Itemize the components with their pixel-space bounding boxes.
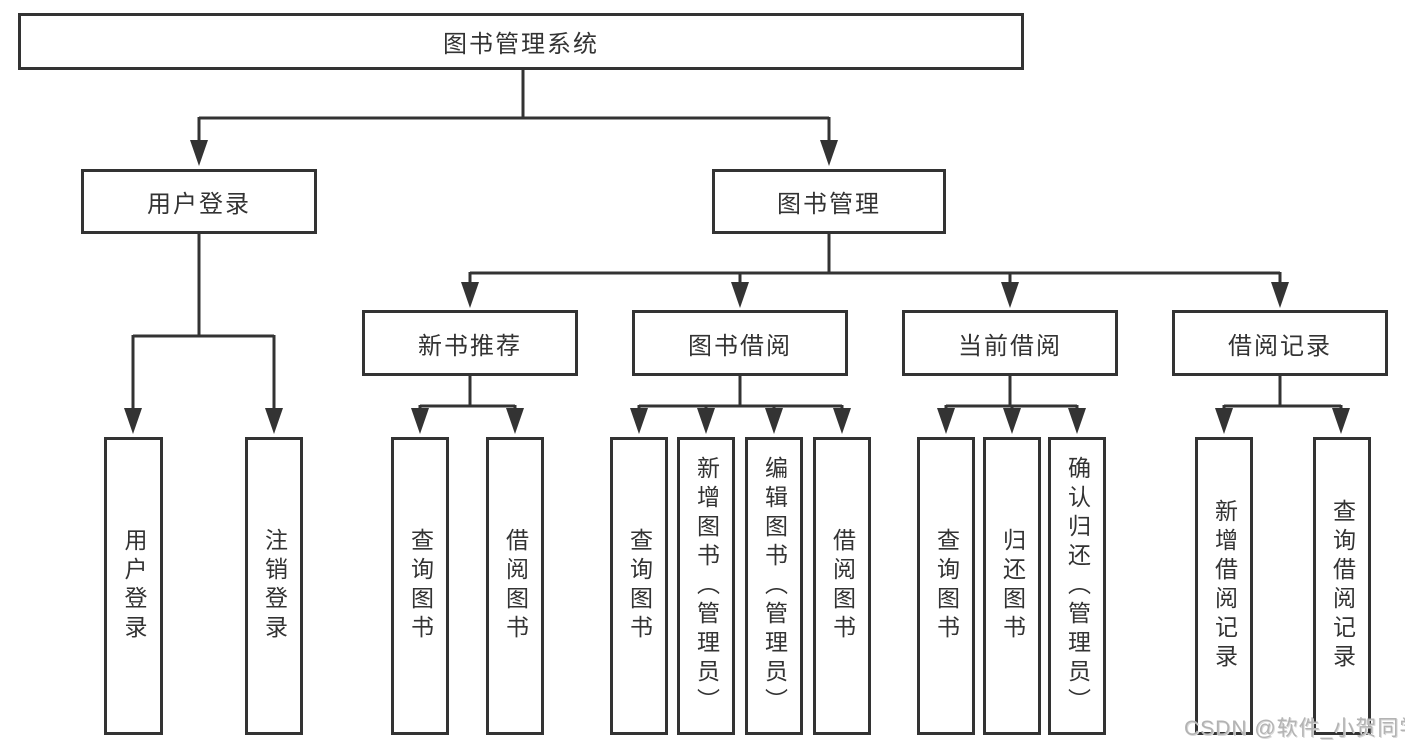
leaf-borrow-books-2: 借阅图书	[813, 437, 871, 735]
csdn-watermark: CSDN @软件_小贺同学	[1184, 717, 1405, 740]
leaf-label: 用户登录	[121, 528, 147, 644]
leaf-label: 查询借阅记录	[1329, 499, 1356, 673]
leaf-borrow-books-1: 借阅图书	[486, 437, 544, 735]
leaf-edit-books-admin: 编辑图书（管理员）	[745, 437, 803, 735]
connector-userlogin-to-leaves	[124, 234, 283, 434]
connector-bookmgmt-to-level3	[461, 234, 1289, 308]
connector-records-to-leaves	[1215, 376, 1350, 434]
node-borrow-records-label: 借阅记录	[1228, 332, 1332, 360]
leaf-confirm-return-admin: 确认归还（管理员）	[1048, 437, 1106, 735]
leaf-add-borrow-record: 新增借阅记录	[1195, 437, 1253, 735]
leaf-label: 查询图书	[626, 528, 653, 644]
node-book-borrowing: 图书借阅	[632, 310, 848, 376]
node-library-system: 图书管理系统	[18, 13, 1024, 70]
leaf-query-books-1: 查询图书	[391, 437, 449, 735]
node-new-book-recommend-label: 新书推荐	[418, 332, 522, 360]
node-user-login-label: 用户登录	[147, 191, 251, 218]
node-library-system-label: 图书管理系统	[443, 31, 599, 58]
leaf-query-books-3: 查询图书	[917, 437, 975, 735]
leaf-label: 新增借阅记录	[1211, 499, 1238, 673]
connector-borrowing-to-leaves	[630, 376, 851, 434]
node-borrow-records: 借阅记录	[1172, 310, 1388, 376]
leaf-query-borrow-record: 查询借阅记录	[1313, 437, 1371, 735]
leaf-user-login: 用户登录	[104, 437, 163, 735]
leaf-add-books-admin: 新增图书（管理员）	[677, 437, 735, 735]
leaf-label: 新增图书（管理员）	[693, 455, 720, 717]
leaf-label: 借阅图书	[502, 528, 529, 644]
connector-root-to-level2	[190, 69, 838, 166]
leaf-return-books: 归还图书	[983, 437, 1041, 735]
leaf-logout: 注销登录	[245, 437, 303, 735]
connector-current-to-leaves	[937, 376, 1086, 434]
node-new-book-recommend: 新书推荐	[362, 310, 578, 376]
leaf-label: 借阅图书	[829, 528, 856, 644]
node-user-login: 用户登录	[81, 169, 317, 234]
leaf-label: 注销登录	[261, 528, 288, 644]
node-current-borrowing: 当前借阅	[902, 310, 1118, 376]
leaf-label: 编辑图书（管理员）	[761, 455, 788, 717]
node-book-management-label: 图书管理	[777, 191, 881, 218]
leaf-label: 归还图书	[999, 528, 1026, 644]
node-book-borrowing-label: 图书借阅	[688, 332, 792, 360]
node-book-management: 图书管理	[712, 169, 946, 234]
leaf-label: 查询图书	[933, 528, 960, 644]
connector-newbooks-to-leaves	[411, 376, 524, 434]
node-current-borrowing-label: 当前借阅	[958, 332, 1062, 360]
leaf-label: 确认归还（管理员）	[1064, 455, 1091, 717]
leaf-query-books-2: 查询图书	[610, 437, 668, 735]
leaf-label: 查询图书	[407, 528, 434, 644]
